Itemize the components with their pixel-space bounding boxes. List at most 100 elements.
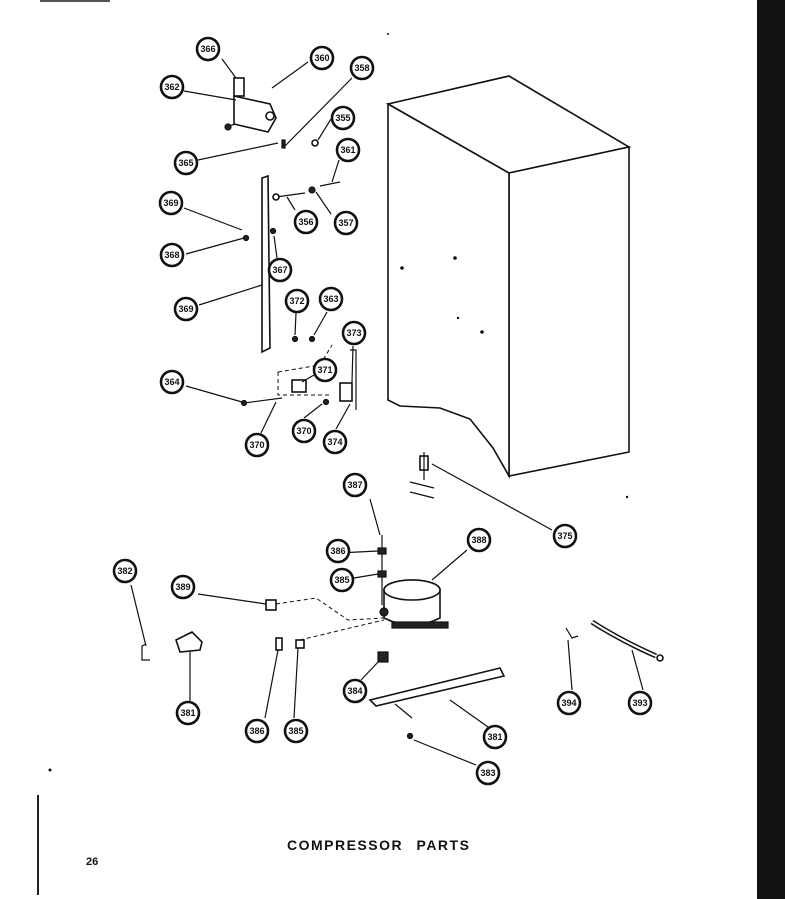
- callout-387: 387: [342, 472, 368, 498]
- svg-text:381: 381: [487, 732, 502, 742]
- callout-375: 375: [552, 523, 578, 549]
- svg-text:385: 385: [288, 726, 303, 736]
- callout-388: 388: [466, 527, 492, 553]
- svg-text:371: 371: [317, 365, 332, 375]
- svg-text:361: 361: [340, 145, 355, 155]
- svg-text:370: 370: [296, 426, 311, 436]
- callout-373: 373: [341, 320, 367, 346]
- svg-text:355: 355: [335, 113, 350, 123]
- svg-text:367: 367: [272, 265, 287, 275]
- svg-text:362: 362: [164, 82, 179, 92]
- speck: [625, 495, 629, 499]
- callout-381: 381: [482, 724, 508, 750]
- tube-part: [590, 619, 664, 662]
- callout-386: 386: [244, 718, 270, 744]
- callout-361: 361: [335, 137, 361, 163]
- callout-381: 381: [175, 700, 201, 726]
- svg-text:381: 381: [180, 708, 195, 718]
- callout-374: 374: [322, 429, 348, 455]
- svg-text:358: 358: [354, 63, 369, 73]
- callout-362: 362: [159, 74, 185, 100]
- base-plate-part: [368, 667, 506, 740]
- grommet-part: [269, 227, 277, 235]
- svg-text:366: 366: [200, 44, 215, 54]
- washer-part: [242, 234, 250, 242]
- speck: [387, 33, 389, 35]
- svg-text:360: 360: [314, 53, 329, 63]
- callout-385: 385: [283, 718, 309, 744]
- svg-text:385: 385: [334, 575, 349, 585]
- callout-393: 393: [627, 690, 653, 716]
- svg-text:364: 364: [164, 377, 179, 387]
- svg-text:383: 383: [480, 768, 495, 778]
- terminal-cover-part: [141, 631, 203, 661]
- callout-366: 366: [195, 36, 221, 62]
- svg-text:384: 384: [347, 686, 362, 696]
- callout-371: 371: [312, 357, 338, 383]
- callout-367: 367: [267, 257, 293, 283]
- relay-assembly-part: [224, 77, 277, 133]
- svg-text:394: 394: [561, 698, 576, 708]
- svg-text:374: 374: [327, 437, 342, 447]
- callout-355: 355: [330, 105, 356, 131]
- clamp-part: [565, 627, 579, 639]
- svg-text:375: 375: [557, 531, 572, 541]
- callout-389: 389: [170, 574, 196, 600]
- callouts: 366 360 358 362 355 365 361 369 356 357 …: [112, 36, 653, 786]
- svg-text:386: 386: [249, 726, 264, 736]
- callout-364: 364: [159, 369, 185, 395]
- left-margin-rule: [37, 795, 39, 895]
- svg-text:386: 386: [330, 546, 345, 556]
- callout-382: 382: [112, 558, 138, 584]
- compressor-part: [379, 579, 449, 629]
- callout-384: 384: [342, 678, 368, 704]
- washer-part: [308, 335, 316, 343]
- callout-356: 356: [293, 209, 319, 235]
- mounting-bracket-part: [261, 174, 271, 354]
- connector-part: [275, 637, 283, 651]
- terminal-part: [265, 599, 277, 611]
- svg-text:369: 369: [178, 304, 193, 314]
- callout-369: 369: [173, 296, 199, 322]
- clip-assembly-part: [240, 344, 357, 410]
- callout-360: 360: [309, 45, 335, 71]
- grommet-part: [291, 335, 299, 343]
- nut-part: [311, 139, 319, 147]
- leader-lines: [130, 58, 644, 766]
- callout-357: 357: [333, 210, 359, 236]
- callout-369: 369: [158, 190, 184, 216]
- svg-text:369: 369: [163, 198, 178, 208]
- callout-394: 394: [556, 690, 582, 716]
- callout-358: 358: [349, 55, 375, 81]
- svg-text:368: 368: [164, 250, 179, 260]
- callout-368: 368: [159, 242, 185, 268]
- svg-text:370: 370: [249, 440, 264, 450]
- wiring-dashed: [299, 619, 385, 641]
- scan-edge-shadow: [757, 0, 785, 899]
- callout-385: 385: [329, 567, 355, 593]
- diagram-caption: COMPRESSOR PARTS: [287, 837, 471, 853]
- svg-text:357: 357: [338, 218, 353, 228]
- callout-363: 363: [318, 286, 344, 312]
- svg-text:387: 387: [347, 480, 362, 490]
- callout-383: 383: [475, 760, 501, 786]
- svg-text:388: 388: [471, 535, 486, 545]
- svg-text:393: 393: [632, 698, 647, 708]
- svg-text:382: 382: [117, 566, 132, 576]
- refrigerator-cabinet: [385, 75, 632, 480]
- valve-part: [409, 452, 435, 499]
- callout-370: 370: [291, 418, 317, 444]
- svg-text:389: 389: [175, 582, 190, 592]
- wiring-dashed: [275, 597, 385, 621]
- top-rule: [40, 0, 110, 2]
- callout-372: 372: [284, 288, 310, 314]
- screw-part: [281, 139, 286, 149]
- bolt-part: [272, 181, 341, 201]
- svg-text:373: 373: [346, 328, 361, 338]
- callout-365: 365: [173, 150, 199, 176]
- svg-text:363: 363: [323, 294, 338, 304]
- callout-386: 386: [325, 538, 351, 564]
- page-number: 26: [86, 856, 99, 868]
- connector-part: [295, 639, 305, 649]
- callout-370: 370: [244, 432, 270, 458]
